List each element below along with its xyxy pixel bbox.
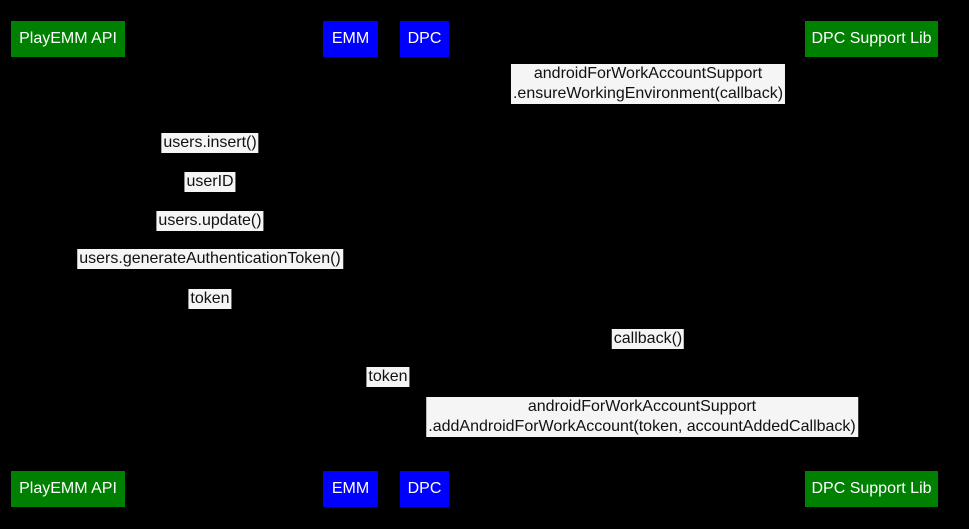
- message-add-android-for-work-account: androidForWorkAccountSupport .addAndroid…: [426, 397, 858, 437]
- message-generate-authentication-token: users.generateAuthenticationToken(): [77, 249, 343, 269]
- actor-dpc-bottom: DPC: [400, 471, 449, 507]
- message-line: token: [190, 290, 230, 307]
- actor-dpc-support-lib-bottom: DPC Support Lib: [805, 471, 938, 507]
- message-line: callback(): [613, 330, 683, 347]
- actor-playemm-api-bottom: PlayEMM API: [11, 471, 125, 507]
- actor-emm-bottom: EMM: [323, 471, 378, 507]
- message-line: token: [368, 368, 408, 385]
- message-line: users.update(): [158, 212, 262, 229]
- message-users-update: users.update(): [156, 211, 264, 231]
- actor-dpc-support-lib-top: DPC Support Lib: [805, 21, 938, 57]
- message-line: .ensureWorkingEnvironment(callback): [512, 85, 784, 102]
- message-users-insert: users.insert(): [161, 133, 259, 153]
- message-callback: callback(): [611, 329, 685, 349]
- message-line: userID: [186, 173, 234, 190]
- message-token-forward: token: [366, 367, 410, 387]
- message-line: users.generateAuthenticationToken(): [79, 250, 341, 267]
- actor-playemm-api-top: PlayEMM API: [11, 21, 125, 57]
- actor-dpc-top: DPC: [400, 21, 449, 57]
- message-token-return: token: [188, 289, 232, 309]
- message-line: users.insert(): [163, 134, 257, 151]
- message-line: androidForWorkAccountSupport: [533, 65, 763, 82]
- message-ensure-working-environment: androidForWorkAccountSupport .ensureWork…: [510, 64, 786, 104]
- message-line: androidForWorkAccountSupport: [527, 398, 757, 415]
- message-userid: userID: [184, 172, 236, 192]
- actor-emm-top: EMM: [323, 21, 378, 57]
- message-line: .addAndroidForWorkAccount(token, account…: [428, 418, 856, 435]
